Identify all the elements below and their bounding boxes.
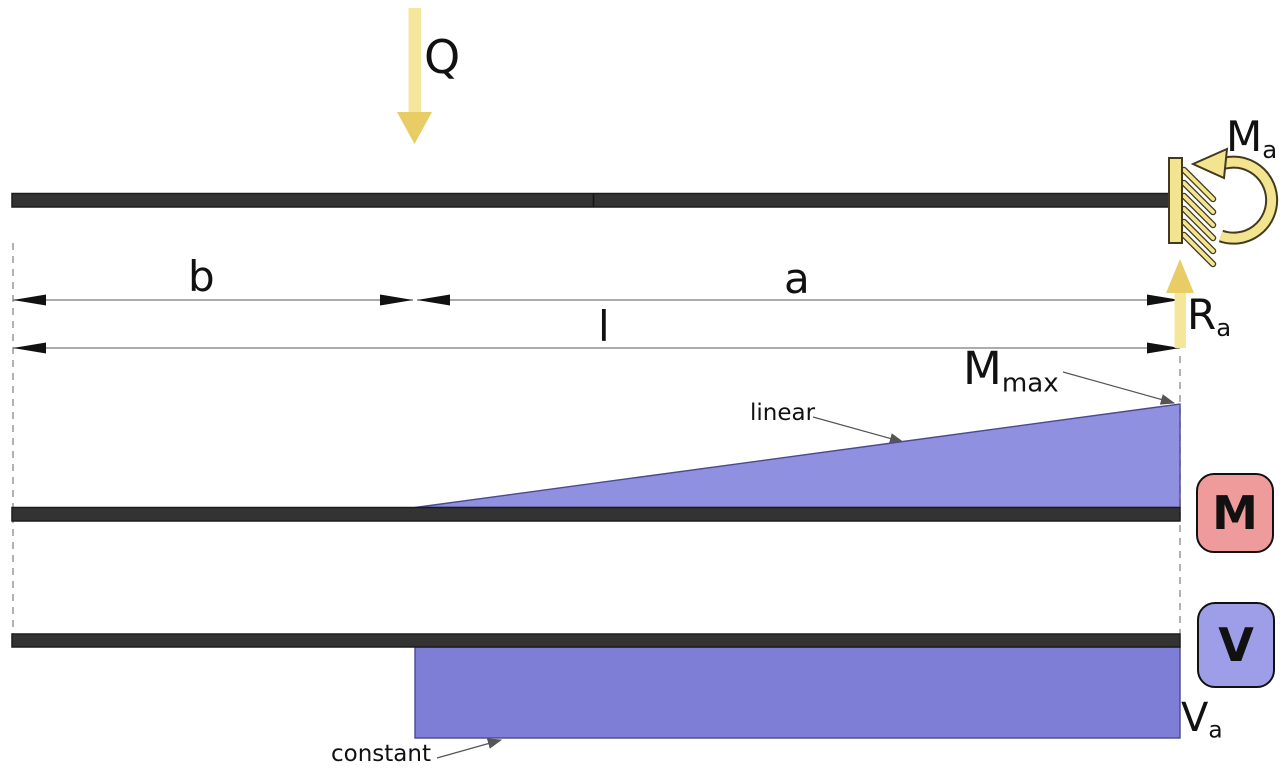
dimension-lines <box>13 294 1180 354</box>
load-label: Q <box>424 30 461 84</box>
max-moment-label: Mmax <box>963 346 1059 396</box>
max-moment-symbol: M <box>963 342 1002 395</box>
shear-value-label: Va <box>1181 698 1223 742</box>
dimension-arrowheads <box>13 294 1180 354</box>
moment-reaction-symbol: M <box>1226 112 1263 161</box>
constant-leader-line <box>436 738 503 759</box>
moment-reaction-label: Ma <box>1226 116 1277 162</box>
mmax-leader-line <box>1062 371 1176 405</box>
moment-axis-beam <box>11 506 1181 522</box>
shear-value-subscript: a <box>1208 716 1223 744</box>
reference-dashed-lines <box>12 243 1181 634</box>
max-moment-subscript: max <box>1001 368 1059 399</box>
fixed-support <box>1168 157 1217 268</box>
moment-diagram-badge: M <box>1196 473 1274 553</box>
leader-lines <box>436 371 1176 759</box>
shear-axis-beam <box>11 633 1181 648</box>
moment-reaction-subscript: a <box>1262 134 1278 164</box>
dimension-l-label: l <box>598 302 610 351</box>
vertical-reaction-symbol: R <box>1187 290 1217 339</box>
moment-arrow-icon <box>1190 147 1279 245</box>
shear-diagram-rect <box>414 646 1181 739</box>
support-hatching <box>1180 166 1217 268</box>
vertical-reaction-label: Ra <box>1187 294 1231 340</box>
shear-shape-note: constant <box>331 741 431 767</box>
vertical-reaction-subscript: a <box>1216 312 1232 342</box>
top-beam <box>11 192 1170 208</box>
shear-diagram-badge: V <box>1197 602 1275 688</box>
reaction-arrow-icon <box>1166 259 1194 348</box>
dimension-a-label: a <box>784 254 810 303</box>
load-arrow-icon <box>397 8 432 144</box>
dimension-b-label: b <box>188 252 215 301</box>
linear-leader-line <box>812 416 905 444</box>
support-plate <box>1168 157 1183 244</box>
shear-value-symbol: V <box>1181 695 1209 741</box>
moment-shape-note: linear <box>750 400 816 426</box>
